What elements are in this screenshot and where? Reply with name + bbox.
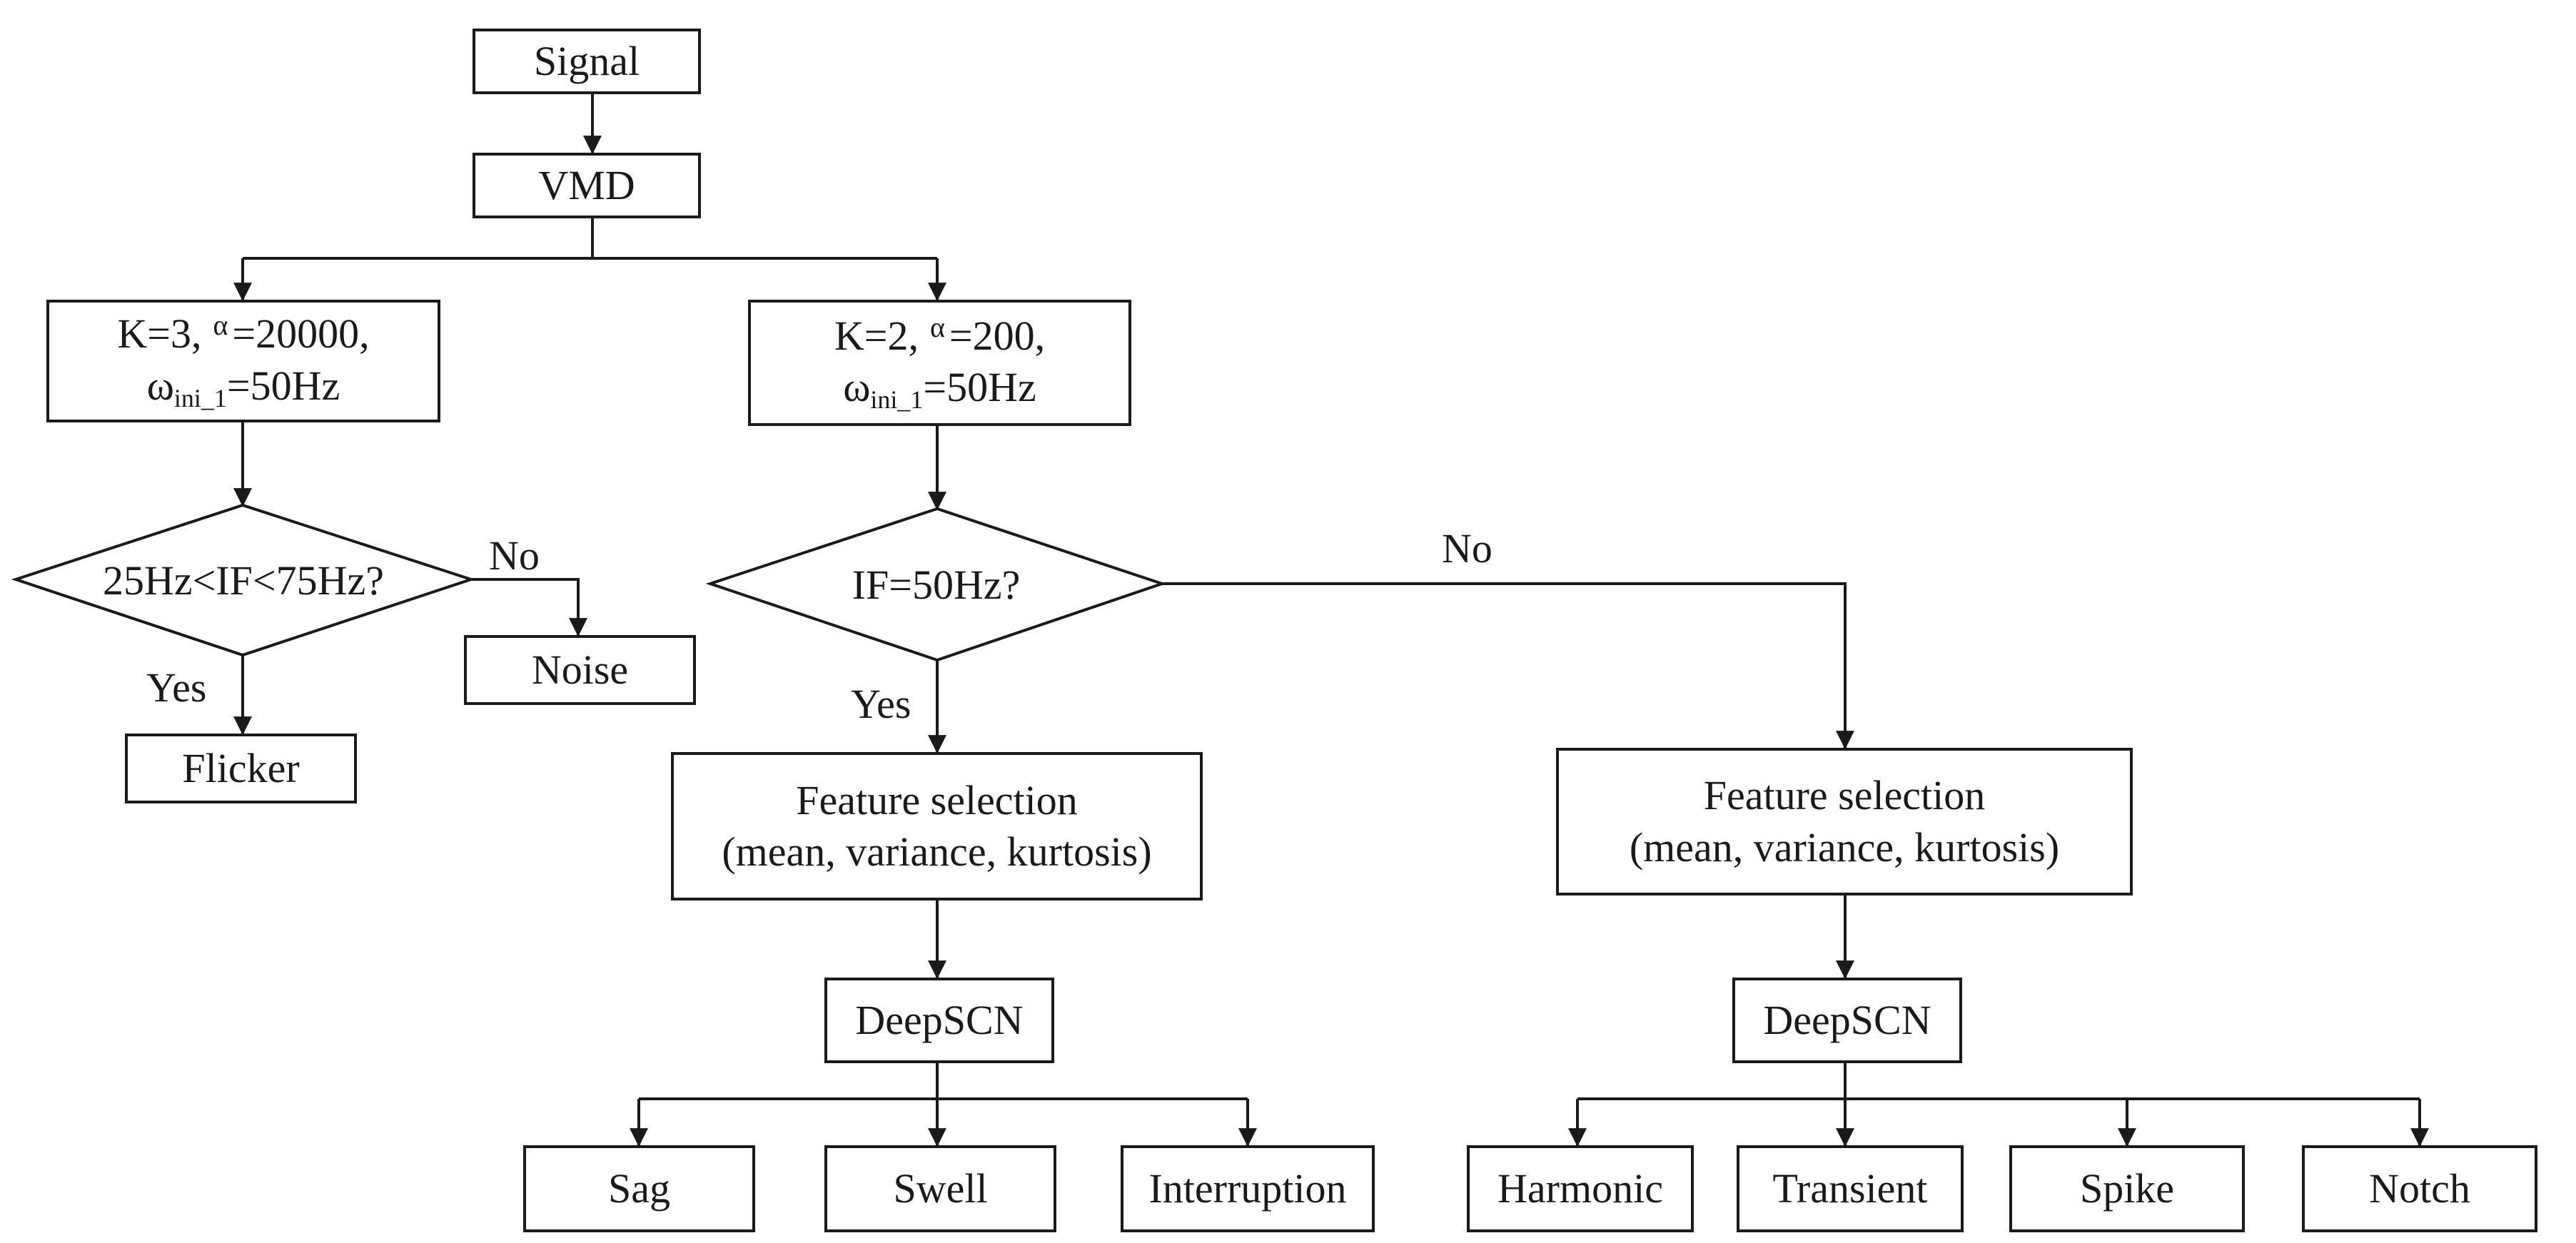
feature-right-line2: (mean, variance, kurtosis) bbox=[1629, 823, 2060, 871]
right-params-line2: ωini_1=50Hz bbox=[843, 364, 1036, 415]
spike-label: Spike bbox=[2079, 1165, 2175, 1212]
left-params-box: K=3,α=20000, ωini_1=50Hz bbox=[46, 300, 440, 422]
left-params-line1: K=3,α=20000, bbox=[117, 309, 370, 357]
signal-label: Signal bbox=[533, 37, 640, 84]
interruption-box: Interruption bbox=[1121, 1145, 1375, 1232]
right-params-box: K=2,α=200, ωini_1=50Hz bbox=[748, 300, 1131, 426]
right-no-label: No bbox=[1442, 525, 1492, 572]
left-yes-label: Yes bbox=[146, 664, 207, 711]
interruption-label: Interruption bbox=[1148, 1165, 1347, 1212]
deepscn-left-box: DeepSCN bbox=[824, 978, 1054, 1063]
signal-box: Signal bbox=[473, 29, 701, 94]
sag-box: Sag bbox=[523, 1145, 755, 1232]
deepscn-left-label: DeepSCN bbox=[855, 996, 1024, 1043]
alpha-symbol: α bbox=[929, 310, 945, 343]
noise-label: Noise bbox=[531, 646, 629, 693]
feature-left-box: Feature selection (mean, variance, kurto… bbox=[671, 752, 1203, 900]
harmonic-box: Harmonic bbox=[1467, 1145, 1694, 1232]
right-params-line1: K=2,α=200, bbox=[834, 310, 1046, 359]
right-yes-label: Yes bbox=[851, 681, 911, 727]
notch-box: Notch bbox=[2302, 1145, 2537, 1232]
arrow-left-no-to-noise bbox=[471, 578, 587, 637]
sag-label: Sag bbox=[608, 1165, 670, 1212]
feature-left-line1: Feature selection bbox=[796, 776, 1078, 823]
harmonic-label: Harmonic bbox=[1497, 1165, 1663, 1212]
left-no-label: No bbox=[489, 532, 540, 579]
swell-box: Swell bbox=[824, 1145, 1056, 1232]
notch-label: Notch bbox=[2369, 1165, 2470, 1212]
decision-right-diamond bbox=[705, 507, 1167, 662]
swell-label: Swell bbox=[893, 1165, 988, 1212]
decision-left-text: 25Hz<IF<75Hz? bbox=[103, 557, 384, 604]
feature-right-box: Feature selection (mean, variance, kurto… bbox=[1556, 748, 2133, 896]
deepscn-right-box: DeepSCN bbox=[1732, 978, 1962, 1063]
decision-right-text: IF=50Hz? bbox=[852, 561, 1021, 608]
flicker-label: Flicker bbox=[182, 744, 300, 791]
transient-label: Transient bbox=[1772, 1165, 1928, 1212]
noise-box: Noise bbox=[464, 635, 696, 705]
vmd-label: VMD bbox=[538, 161, 635, 208]
arrow-right-no-to-feature bbox=[1162, 582, 1854, 750]
flicker-box: Flicker bbox=[125, 734, 357, 803]
vmd-box: VMD bbox=[473, 153, 701, 218]
alpha-symbol: α bbox=[213, 309, 228, 342]
feature-left-line2: (mean, variance, kurtosis) bbox=[722, 828, 1152, 875]
transient-box: Transient bbox=[1737, 1145, 1964, 1232]
deepscn-right-label: DeepSCN bbox=[1763, 996, 1931, 1043]
decision-left-diamond bbox=[11, 503, 476, 657]
feature-right-line1: Feature selection bbox=[1703, 772, 1986, 818]
spike-box: Spike bbox=[2009, 1145, 2245, 1232]
left-params-line2: ωini_1=50Hz bbox=[146, 362, 340, 412]
